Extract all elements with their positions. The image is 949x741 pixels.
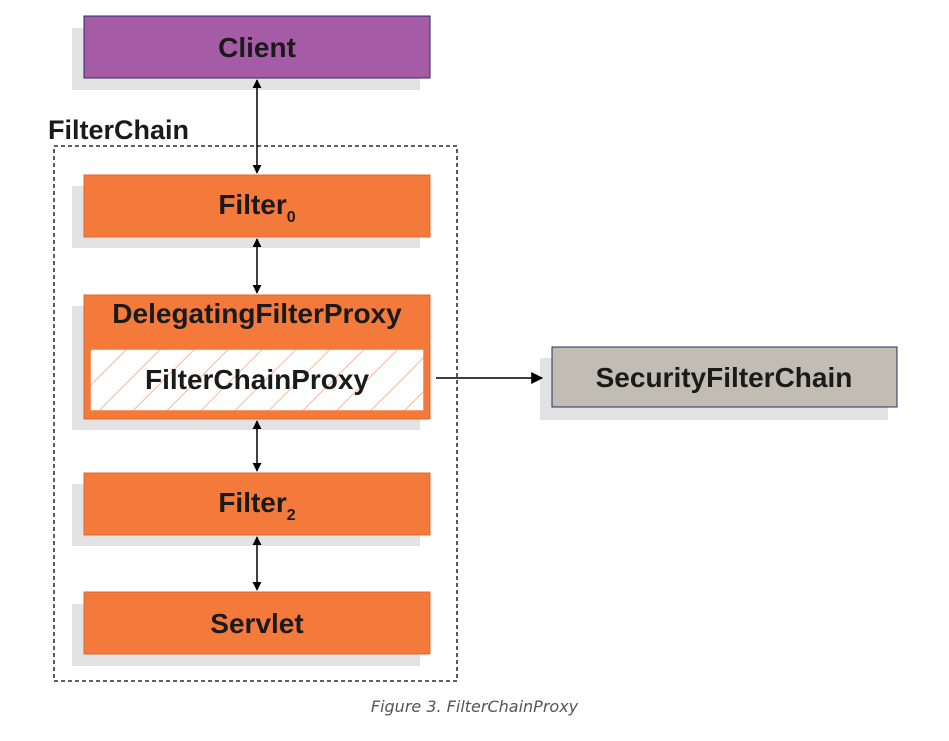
security-filter-chain-node[interactable]: SecurityFilterChain bbox=[551, 346, 898, 408]
filter-chain-proxy-label: FilterChainProxy bbox=[145, 364, 369, 395]
client-label: Client bbox=[218, 32, 296, 63]
filter2-node[interactable]: Filter2 bbox=[83, 472, 431, 536]
filter2-label: Filter bbox=[218, 487, 287, 518]
delegating-filter-proxy-label: DelegatingFilterProxy bbox=[112, 298, 402, 329]
servlet-label: Servlet bbox=[210, 608, 303, 639]
filter0-label: Filter bbox=[218, 189, 287, 220]
filter0-node[interactable]: Filter0 bbox=[83, 174, 431, 238]
client-node[interactable]: Client bbox=[83, 15, 431, 79]
filter2-text: Filter2 bbox=[218, 487, 295, 524]
security-filter-chain-label: SecurityFilterChain bbox=[596, 362, 853, 393]
filter0-subscript: 0 bbox=[287, 209, 296, 226]
filter-chain-proxy-node[interactable]: FilterChainProxy bbox=[89, 348, 425, 412]
figure-caption: Figure 3. FilterChainProxy bbox=[370, 697, 579, 716]
connectors bbox=[252, 79, 544, 591]
filterchain-label: FilterChain bbox=[48, 115, 189, 145]
servlet-node[interactable]: Servlet bbox=[83, 591, 431, 655]
filter0-text: Filter0 bbox=[218, 189, 295, 226]
filter2-subscript: 2 bbox=[287, 507, 296, 524]
